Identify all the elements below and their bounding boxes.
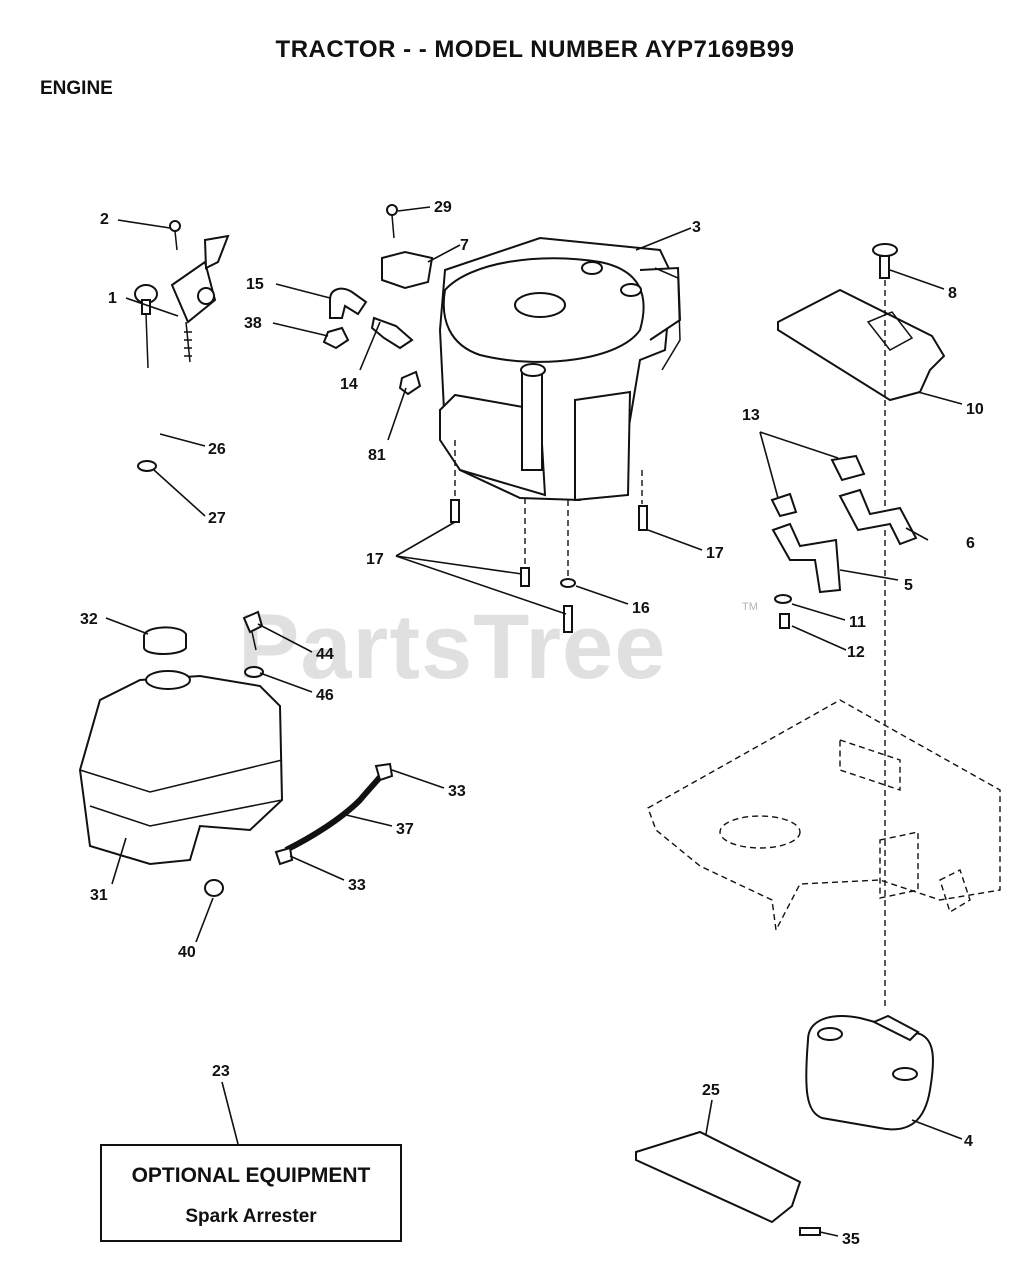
optional-equipment-box: OPTIONAL EQUIPMENT Spark Arrester (100, 1144, 402, 1242)
callout-10: 10 (966, 401, 984, 418)
frame-part[interactable] (647, 699, 1001, 933)
elbow-fitting-part[interactable] (322, 287, 414, 350)
callout-81: 81 (368, 447, 386, 464)
callout-44: 44 (316, 646, 334, 663)
optional-equipment-item: Spark Arrester (185, 1206, 317, 1227)
clamp-part[interactable] (381, 204, 434, 290)
engine-centerlines (454, 440, 643, 578)
engine-part[interactable] (438, 236, 682, 502)
fuel-tank-part[interactable] (78, 626, 284, 866)
callout-25: 26 (208, 441, 226, 458)
nut-part[interactable] (398, 370, 422, 396)
callout-46: 46 (316, 687, 334, 704)
callout-15: 15 (246, 276, 264, 293)
throttle-control-part[interactable] (169, 220, 230, 363)
callout-11: 11 (849, 614, 866, 631)
watermark-trademark: TM (742, 601, 758, 613)
callout-27: 29 (434, 199, 452, 216)
callout-40: 40 (178, 944, 196, 961)
callout-32: 32 (80, 611, 98, 628)
callout-26: 27 (208, 510, 226, 527)
callout-3: 3 (692, 219, 701, 236)
page-title: TRACTOR - - MODEL NUMBER AYP7169B99 (275, 36, 795, 63)
callout-38: 38 (244, 315, 262, 332)
callout-1: 1 (108, 290, 117, 307)
callout-35: 35 (842, 1231, 860, 1248)
callout-2: 2 (100, 211, 109, 228)
callout-29: 23 (212, 1063, 230, 1080)
leader-lines (105, 206, 963, 1237)
mounting-bolts[interactable] (450, 499, 648, 633)
spark-arrester-part[interactable] (635, 1130, 821, 1236)
callout-8: 8 (948, 285, 957, 302)
callout-17-right: 17 (706, 545, 724, 562)
callout-16: 16 (632, 600, 650, 617)
heat-shield-part[interactable] (777, 243, 946, 402)
callout-33-top: 33 (448, 783, 466, 800)
muffler-part[interactable] (805, 1014, 934, 1131)
callout-31: 31 (90, 887, 108, 904)
callout-33-bottom: 33 (348, 877, 366, 894)
optional-equipment-heading: OPTIONAL EQUIPMENT (131, 1164, 371, 1187)
callout-6: 6 (966, 535, 975, 552)
exhaust-pipe-part[interactable] (770, 454, 918, 629)
callout-12: 12 (847, 644, 865, 661)
callout-14: 14 (340, 376, 358, 393)
fuel-tank-hardware[interactable] (204, 610, 264, 897)
callout-4: 4 (964, 1133, 973, 1150)
fuel-line-part[interactable] (274, 762, 394, 866)
callout-37: 37 (396, 821, 414, 838)
callout-13: 13 (742, 407, 760, 424)
callout-17-left: 17 (366, 551, 384, 568)
callout-23: 25 (702, 1082, 720, 1099)
callout-5: 5 (904, 577, 913, 594)
watermark-text: PartsTree (238, 596, 666, 698)
callout-7: 7 (460, 237, 469, 254)
section-heading: ENGINE (40, 78, 113, 99)
oil-dipstick-part[interactable] (134, 284, 158, 472)
